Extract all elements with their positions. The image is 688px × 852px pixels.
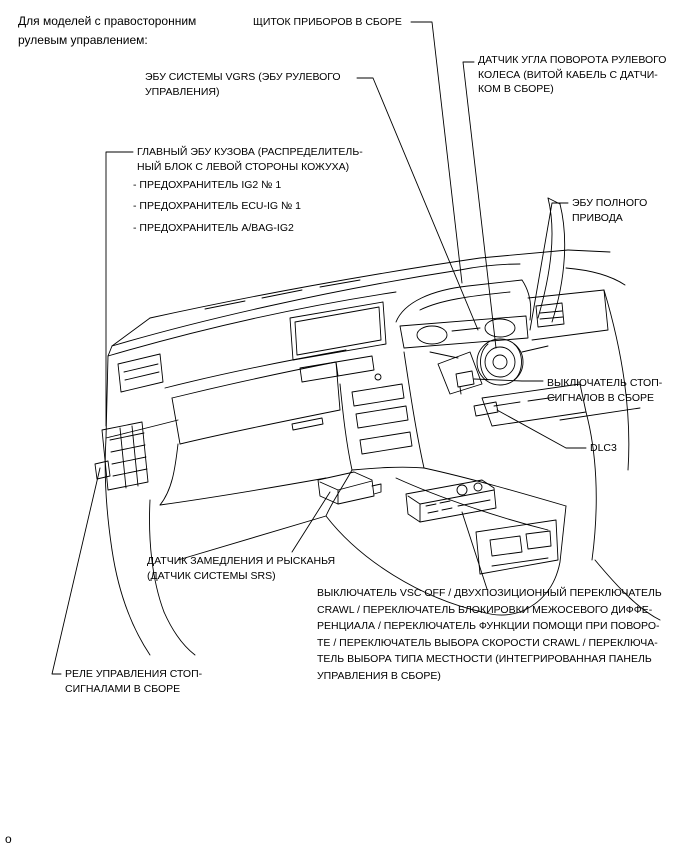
label-fuse-ecu-ig: - ПРЕДОХРАНИТЕЛЬ ECU-IG № 1 bbox=[133, 199, 301, 214]
leader-line-instrument-cluster bbox=[410, 21, 463, 284]
label-line: ЩИТОК ПРИБОРОВ В СБОРЕ bbox=[253, 16, 402, 28]
label-stop-lamp-relay: РЕЛЕ УПРАВЛЕНИЯ СТОП- СИГНАЛАМИ В СБОРЕ bbox=[65, 667, 202, 696]
label-fuse-ig2: - ПРЕДОХРАНИТЕЛЬ IG2 № 1 bbox=[133, 178, 281, 193]
label-vgrs-ecu: ЭБУ СИСТЕМЫ VGRS (ЭБУ РУЛЕВОГО УПРАВЛЕНИ… bbox=[145, 70, 341, 99]
leader-line-stop-light-switch bbox=[473, 378, 544, 382]
label-line: CRAWL / ПЕРЕКЛЮЧАТЕЛЬ БЛОКИРОВКИ МЕЖОСЕВ… bbox=[317, 603, 653, 616]
label-stop-light-switch: ВЫКЛЮЧАТЕЛЬ СТОП- СИГНАЛОВ В СБОРЕ bbox=[547, 376, 662, 405]
label-line: ПРИВОДА bbox=[572, 211, 623, 224]
label-four-wd-ecu: ЭБУ ПОЛНОГО ПРИВОДА bbox=[572, 196, 647, 225]
label-line: ДАТЧИК УГЛА ПОВОРОТА РУЛЕВОГО bbox=[478, 54, 667, 66]
label-line: ГЛАВНЫЙ ЭБУ КУЗОВА (РАСПРЕДЕЛИТЕЛЬ- bbox=[137, 146, 363, 158]
label-main-body-ecu: ГЛАВНЫЙ ЭБУ КУЗОВА (РАСПРЕДЕЛИТЕЛЬ- НЫЙ … bbox=[137, 145, 363, 174]
leader-line-main-body-ecu bbox=[105, 151, 134, 427]
right-a-pillar bbox=[537, 197, 626, 323]
yaw-rate-sensor-drawing bbox=[317, 471, 382, 505]
label-steering-angle-sensor: ДАТЧИК УГЛА ПОВОРОТА РУЛЕВОГО КОЛЕСА (ВИ… bbox=[478, 53, 666, 97]
label-line: УПРАВЛЕНИЯ В СБОРЕ) bbox=[317, 669, 441, 682]
label-line: (ДАТЧИК СИСТЕМЫ SRS) bbox=[147, 569, 276, 582]
glove-box bbox=[164, 349, 347, 445]
model-note-line: рулевым управлением: bbox=[18, 33, 148, 47]
label-line: НЫЙ БЛОК С ЛЕВОЙ СТОРОНЫ КОЖУХА) bbox=[137, 160, 350, 173]
leader-lines bbox=[51, 21, 587, 675]
label-instrument-cluster: ЩИТОК ПРИБОРОВ В СБОРЕ bbox=[253, 15, 402, 30]
leader-line-stop-lamp-relay bbox=[51, 467, 101, 675]
leader-line-dlc3 bbox=[496, 409, 587, 449]
label-line: ТЕ / ПЕРЕКЛЮЧАТЕЛЬ ВЫБОРА СКОРОСТИ CRAWL… bbox=[317, 636, 658, 649]
dlc3-connector-drawing bbox=[473, 401, 499, 417]
label-line: СИГНАЛАМИ В СБОРЕ bbox=[65, 682, 181, 695]
center-display bbox=[289, 301, 387, 361]
steering-column bbox=[429, 338, 549, 395]
label-line: ЭБУ ПОЛНОГО bbox=[572, 197, 648, 209]
floor-and-kick-panel bbox=[104, 437, 661, 656]
label-line: ВЫКЛЮЧАТЕЛЬ СТОП- bbox=[547, 377, 663, 389]
label-integrated-control-panel: ВЫКЛЮЧАТЕЛЬ VSC OFF / ДВУХПОЗИЦИОННЫЙ ПЕ… bbox=[317, 585, 662, 685]
label-fuse-abag-ig2: - ПРЕДОХРАНИТЕЛЬ A/BAG-IG2 bbox=[133, 221, 294, 236]
center-stack bbox=[299, 351, 425, 471]
label-line: УПРАВЛЕНИЯ) bbox=[145, 85, 220, 98]
label-line: ДАТЧИК ЗАМЕДЛЕНИЯ И РЫСКАНЬЯ bbox=[147, 555, 336, 567]
spiral-cable-drawing bbox=[476, 338, 524, 386]
figure-code: o bbox=[5, 832, 12, 846]
center-console bbox=[325, 467, 567, 616]
label-line: - ПРЕДОХРАНИТЕЛЬ IG2 № 1 bbox=[133, 179, 282, 191]
leader-line-integrated-control-panel bbox=[461, 511, 488, 590]
model-note: Для моделей с правосторонним рулевым упр… bbox=[18, 12, 196, 50]
label-line: - ПРЕДОХРАНИТЕЛЬ ECU-IG № 1 bbox=[133, 200, 302, 212]
label-line: РЕЛЕ УПРАВЛЕНИЯ СТОП- bbox=[65, 668, 203, 680]
integrated-control-panel-drawing bbox=[405, 479, 497, 523]
label-dlc3: DLC3 bbox=[590, 441, 617, 456]
label-line: ВЫКЛЮЧАТЕЛЬ VSC OFF / ДВУХПОЗИЦИОННЫЙ ПЕ… bbox=[317, 587, 662, 599]
leader-line-four-wd-ecu bbox=[529, 202, 569, 331]
model-note-line: Для моделей с правосторонним bbox=[18, 14, 197, 28]
label-line: ТЕЛЬ ВЫБОРА ТИПА МЕСТНОСТИ (ИНТЕГРИРОВАН… bbox=[317, 653, 652, 666]
leader-line-yaw-rate-sensor bbox=[291, 491, 331, 553]
stop-lamp-relay-block-drawing bbox=[94, 421, 149, 491]
label-yaw-rate-sensor: ДАТЧИК ЗАМЕДЛЕНИЯ И РЫСКАНЬЯ (ДАТЧИК СИС… bbox=[147, 554, 335, 583]
label-line: КОМ В СБОРЕ) bbox=[478, 83, 554, 95]
stop-light-switch-drawing bbox=[455, 370, 475, 395]
label-line: КОЛЕСА (ВИТОЙ КАБЕЛЬ С ДАТЧИ- bbox=[478, 68, 658, 81]
label-line: РЕНЦИАЛА / ПЕРЕКЛЮЧАТЕЛЬ ФУНКЦИИ ПОМОЩИ … bbox=[317, 620, 660, 633]
leader-line-steering-angle-sensor bbox=[462, 61, 497, 349]
label-line: ЭБУ СИСТЕМЫ VGRS (ЭБУ РУЛЕВОГО bbox=[145, 71, 341, 83]
leader-line-vgrs-ecu bbox=[356, 77, 479, 331]
instrument-cluster bbox=[395, 279, 532, 349]
windshield-and-dash-top bbox=[107, 249, 569, 357]
label-line: DLC3 bbox=[590, 442, 617, 454]
label-line: - ПРЕДОХРАНИТЕЛЬ A/BAG-IG2 bbox=[133, 222, 294, 234]
label-line: СИГНАЛОВ В СБОРЕ bbox=[547, 391, 655, 404]
right-dash bbox=[481, 289, 641, 561]
